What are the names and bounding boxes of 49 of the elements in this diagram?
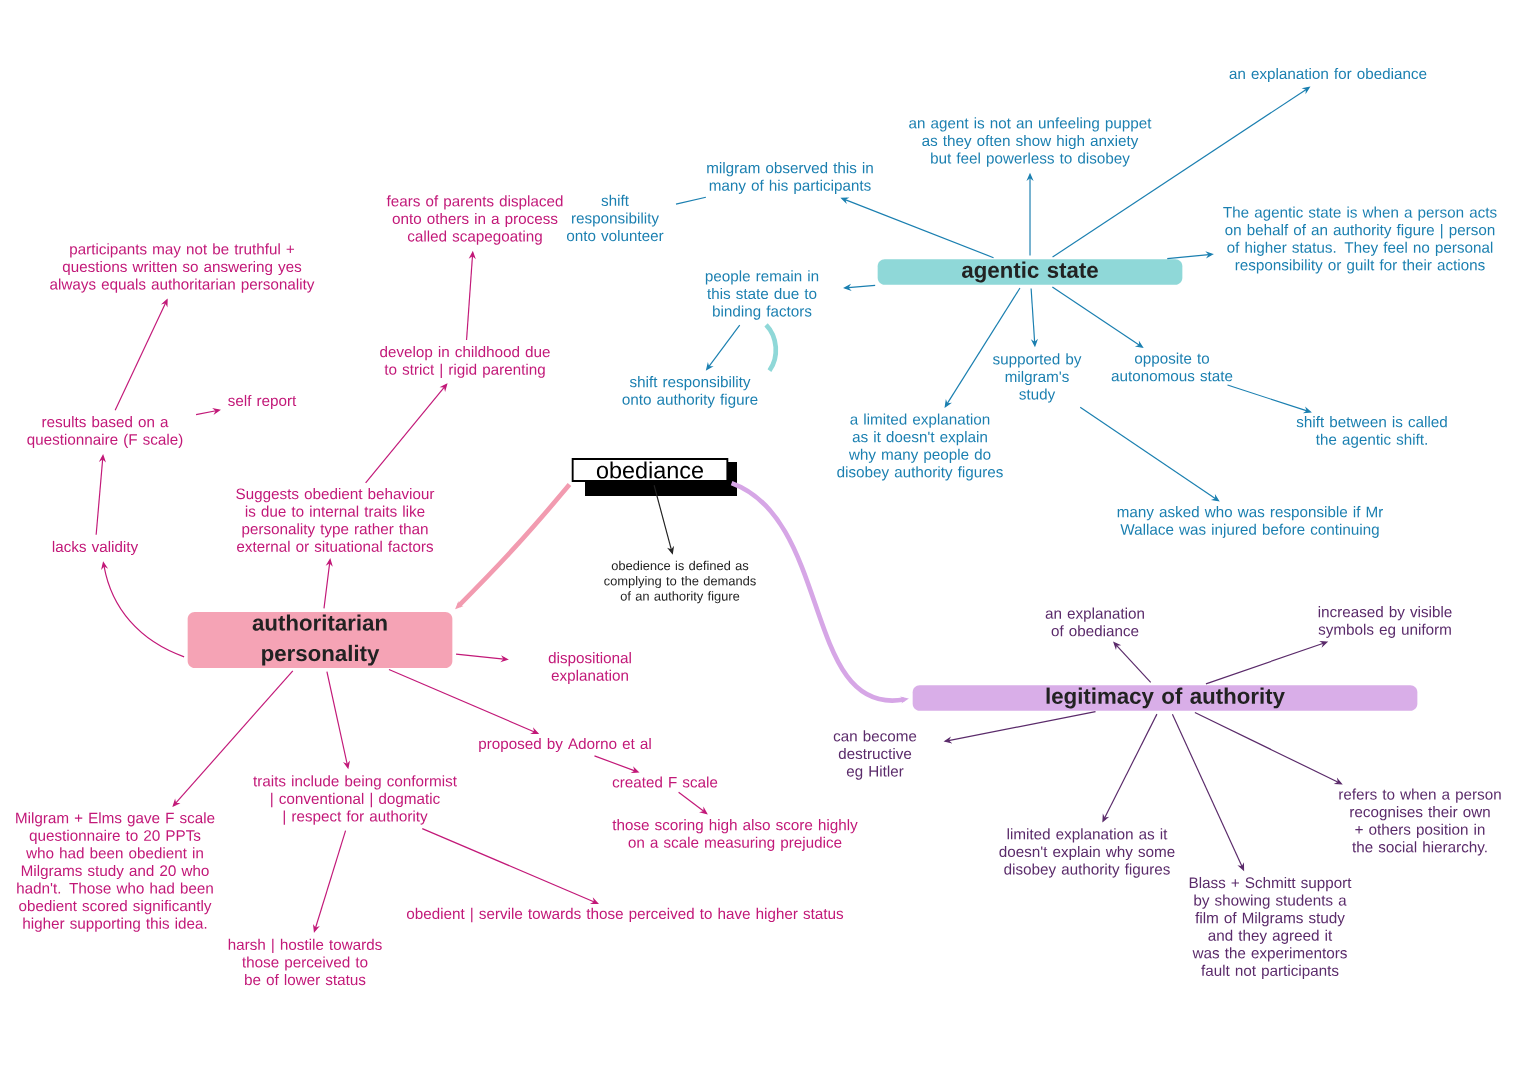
- note-text: those scoring high also score highly on a scale measuring prejudice: [612, 819, 858, 851]
- highlighted-heading: authoritarian personality: [187, 612, 453, 668]
- note-text: shift responsibility onto volunteer: [566, 194, 664, 242]
- note-text: shift between is called the agentic shift.: [1296, 416, 1447, 448]
- arrow: [172, 670, 294, 807]
- note-text: limited explanation as it doesn't explain why some disobey authority figures: [999, 828, 1175, 878]
- note-text: a limited explanation as it doesn't explain why many people do disobey authority figures: [837, 413, 1003, 481]
- note-text: supported by milgram's study: [993, 353, 1082, 403]
- note-text: opposite to autonomous state: [1111, 352, 1233, 382]
- note-text: an agent is not an unfeeling puppet as they often show high anxiety but feel powerless to disobey: [909, 117, 1152, 167]
- note-text: shift responsibility onto authority figure: [622, 376, 758, 408]
- note-text: develop in childhood due to strict | rigid parenting: [380, 346, 550, 378]
- highlighted-heading: legitimacy of authority: [912, 685, 1418, 711]
- note-text: people remain in this state due to binding factors: [705, 270, 819, 320]
- note-text: The agentic state is when a person acts on behalf of an authority figure | person of higher status. They feel no personal responsibility or guilt for their actions: [1223, 206, 1497, 274]
- note-text: results based on a questionnaire (F scale): [27, 416, 183, 448]
- note-text: can become destructive eg Hitler: [833, 730, 917, 780]
- note-text: created F scale: [612, 776, 718, 788]
- arrow: [313, 830, 347, 933]
- arrow: [1226, 384, 1312, 414]
- note-text: self report: [228, 394, 297, 410]
- arrow: [1079, 406, 1220, 502]
- note-text: milgram observed this in many of his participants: [707, 162, 873, 194]
- arrow: [678, 791, 708, 815]
- arrow: [421, 828, 599, 904]
- note-text: an explanation for obediance: [1229, 67, 1427, 83]
- highlighted-heading: agentic state: [877, 259, 1183, 285]
- note-text: refers to when a person recognises their own + others position in the social hierarchy.: [1339, 788, 1501, 856]
- note-text: traits include being conformist | conventional | dogmatic | respect for authority: [253, 775, 457, 825]
- note-text: dispositional explanation: [548, 652, 631, 684]
- arrow: [365, 383, 448, 484]
- note-text: proposed by Adorno et al: [479, 737, 651, 753]
- arrow: [1166, 251, 1214, 260]
- arrow: [944, 287, 1021, 408]
- note-text: many asked who was responsible if Mr Wallace was injured before continuing: [1117, 506, 1383, 538]
- note-text: Milgram + Elms gave F scale questionnaire to 20 PPTs who had been obedient in Milgrams study and 20 who hadn't. Those who had been obedient scored significantly higher supporting this idea.: [16, 812, 215, 932]
- note-text: Suggests obedient behaviour is due to internal traits like personality type rather than external or situational factors: [236, 488, 435, 552]
- arrow: [323, 558, 333, 609]
- note-text: participants may not be truthful + questions written so answering yes always equals authoritarian personality: [50, 243, 315, 293]
- note-text: fears of parents displaced onto others in a process called scapegoating: [386, 195, 563, 245]
- arrow: [195, 407, 221, 416]
- note-text: lacks validity: [52, 540, 139, 556]
- note-text: obedient | servile towards those perceived to have higher status: [406, 907, 844, 923]
- title-box: obediance: [571, 458, 737, 496]
- definition-text: obedience is defined as complying to the demands of an authority figure: [604, 560, 756, 604]
- note-text: an explanation of obediance: [1045, 607, 1144, 637]
- note-text: Blass + Schmitt support by showing students a film of Milgrams study and they agreed it was the experimentors fault not participants: [1189, 876, 1352, 980]
- note-text: harsh | hostile towards those perceived to be of lower status: [228, 938, 382, 986]
- note-text: increased by visible symbols eg uniform: [1318, 606, 1452, 638]
